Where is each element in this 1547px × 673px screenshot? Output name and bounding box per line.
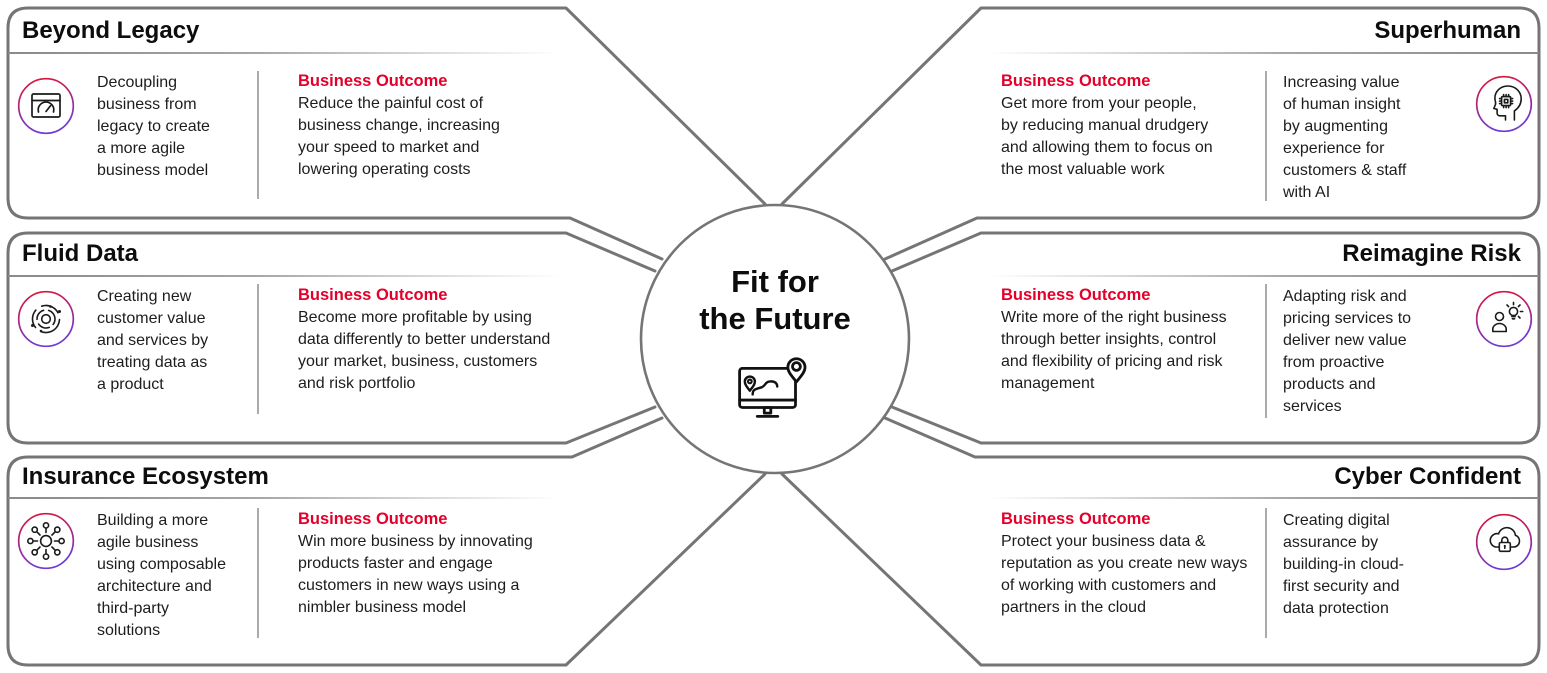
business-outcome-text: Become more profitable by using data dif… xyxy=(298,309,551,392)
person-idea-icon xyxy=(1475,290,1533,348)
title-rule xyxy=(987,52,1539,54)
business-outcome-text: Write more of the right business through… xyxy=(1001,309,1227,392)
business-outcome-text: Protect your business data & reputation … xyxy=(1001,533,1248,616)
business-outcome-block: Business Outcome Become more profitable … xyxy=(298,286,598,395)
panel-title-superhuman: Superhuman xyxy=(1374,17,1521,44)
business-outcome-label: Business Outcome xyxy=(298,72,448,90)
column-divider xyxy=(1265,71,1267,201)
column-divider xyxy=(257,284,259,414)
title-rule xyxy=(8,275,560,277)
panel-description: Increasing value of human insight by aug… xyxy=(1283,74,1407,201)
panel-description: Decoupling business from legacy to creat… xyxy=(97,74,210,179)
business-outcome-block: Business Outcome Write more of the right… xyxy=(1001,286,1261,395)
gauge-browser-icon xyxy=(17,77,75,135)
business-outcome-text: Win more business by innovating products… xyxy=(298,533,533,616)
panel-title-fluid-data: Fluid Data xyxy=(22,240,139,267)
column-divider xyxy=(1265,284,1267,418)
title-rule xyxy=(8,52,560,54)
center-title: Fit for the Future xyxy=(699,264,851,336)
data-orbit-icon xyxy=(17,290,75,348)
panel-description: Creating new customer value and services… xyxy=(97,288,209,393)
business-outcome-label: Business Outcome xyxy=(1001,72,1151,90)
business-outcome-block: Business Outcome Win more business by in… xyxy=(298,510,598,619)
panel-description: Building a more agile business using com… xyxy=(97,512,226,639)
business-outcome-label: Business Outcome xyxy=(298,510,448,528)
business-outcome-block: Business Outcome Get more from your peop… xyxy=(1001,72,1261,181)
business-outcome-text: Get more from your people, by reducing m… xyxy=(1001,95,1213,178)
business-outcome-block: Business Outcome Protect your business d… xyxy=(1001,510,1261,619)
panel-title-reimagine-risk: Reimagine Risk xyxy=(1342,240,1521,267)
title-rule xyxy=(987,497,1539,499)
column-divider xyxy=(1265,508,1267,638)
business-outcome-label: Business Outcome xyxy=(1001,510,1151,528)
panel-description: Adapting risk and pricing services to de… xyxy=(1283,288,1412,415)
panel-title-cyber-confident: Cyber Confident xyxy=(1334,463,1521,490)
column-divider xyxy=(257,508,259,638)
column-divider xyxy=(257,71,259,199)
panel-title-beyond-legacy: Beyond Legacy xyxy=(22,17,200,44)
business-outcome-block: Business Outcome Reduce the painful cost… xyxy=(298,72,598,181)
center-circle xyxy=(639,203,911,475)
business-outcome-label: Business Outcome xyxy=(298,286,448,304)
panel-title-insurance-ecosystem: Insurance Ecosystem xyxy=(22,463,269,490)
cloud-lock-icon xyxy=(1475,513,1533,571)
title-rule xyxy=(8,497,560,499)
map-monitor-icon xyxy=(734,344,816,430)
title-rule xyxy=(987,275,1539,277)
ai-head-icon xyxy=(1475,75,1533,133)
network-hub-icon xyxy=(17,512,75,570)
panel-description: Creating digital assurance by building-i… xyxy=(1283,512,1404,617)
business-outcome-text: Reduce the painful cost of business chan… xyxy=(298,95,500,178)
business-outcome-label: Business Outcome xyxy=(1001,286,1151,304)
